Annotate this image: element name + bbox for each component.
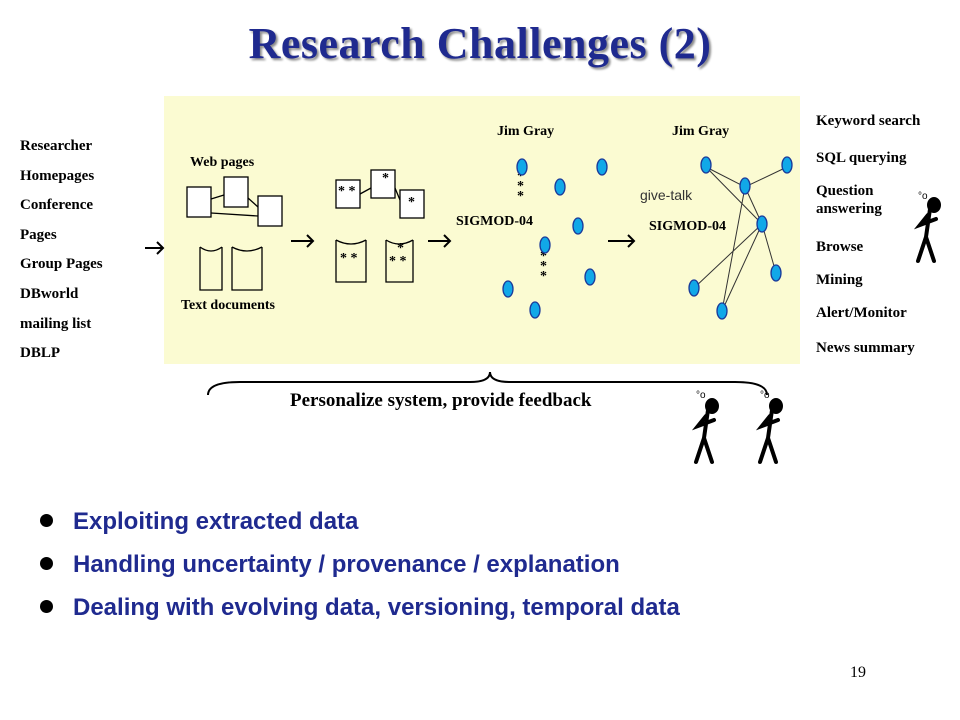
svg-text:°o: °o	[760, 390, 770, 401]
text-document-icon	[231, 246, 263, 291]
mention-star: *	[408, 195, 415, 210]
annotated-link-lines	[359, 187, 401, 201]
source-item: mailing list	[20, 315, 92, 332]
source-item: Homepages	[20, 167, 95, 184]
bullet-item: Handling uncertainty / provenance / expl…	[40, 543, 680, 586]
source-item: Group Pages	[20, 256, 103, 273]
svg-text:°o: °o	[696, 390, 706, 401]
annotated-page-icon	[399, 189, 425, 219]
bullet-item: Dealing with evolving data, versioning, …	[40, 586, 680, 629]
bullet-text: Dealing with evolving data, versioning, …	[73, 594, 680, 621]
annotated-page-icon	[335, 179, 361, 209]
graph-node	[770, 264, 782, 282]
graph-node	[572, 217, 584, 235]
graph-node	[554, 178, 566, 196]
graph-node	[739, 177, 751, 195]
graph-node	[688, 279, 700, 297]
web-page-icon	[257, 195, 283, 227]
mention-star: *	[382, 171, 389, 186]
source-item: Pages	[20, 226, 57, 243]
text-document-icon	[199, 246, 223, 291]
relation-label: give-talk	[640, 187, 693, 203]
mention-star: *	[540, 259, 547, 274]
entity-label: Jim Gray	[672, 124, 730, 139]
web-link-lines	[210, 194, 259, 217]
output-item: Keyword search	[816, 113, 921, 129]
source-item: Researcher	[20, 138, 93, 154]
bullet-dot-icon	[40, 600, 53, 614]
slide-title: Research Challenges (2)	[248, 19, 712, 68]
graph-node	[781, 156, 793, 174]
source-item: DBLP	[20, 345, 61, 362]
text-documents-label: Text documents	[181, 298, 275, 313]
feedback-brace	[207, 371, 768, 396]
thinking-person-icon: °o	[913, 191, 941, 263]
graph-node	[539, 236, 551, 254]
output-item: News summary	[816, 340, 915, 356]
output-item: Mining	[816, 272, 863, 288]
annotated-document-icon	[335, 239, 367, 283]
graph-node	[716, 302, 728, 320]
web-pages-label: Web pages	[190, 155, 255, 170]
mention-star: *	[540, 249, 547, 264]
output-item: SQL querying	[816, 150, 907, 166]
page-number: 19	[850, 664, 866, 681]
graph-node	[700, 156, 712, 174]
thinking-person-icon: °o	[691, 390, 719, 464]
bullet-item: Exploiting extracted data	[40, 500, 680, 543]
mention-star: * *	[338, 184, 356, 199]
conference-label: SIGMOD-04	[456, 214, 533, 229]
graph-node	[502, 280, 514, 298]
arrow-icon	[291, 234, 315, 248]
entity-label: Jim Gray	[497, 124, 555, 139]
mention-star: *	[397, 241, 404, 256]
output-item: Alert/Monitor	[816, 305, 907, 321]
diagram-panel	[164, 96, 800, 364]
annotated-page-icon	[370, 169, 396, 199]
conference-label: SIGMOD-04	[649, 219, 726, 234]
mention-star: *	[517, 179, 524, 194]
output-item: Browse	[816, 239, 864, 255]
bullet-dot-icon	[40, 514, 53, 528]
graph-node	[516, 158, 528, 176]
mention-star: *	[540, 269, 547, 284]
graph-node	[596, 158, 608, 176]
mention-star: * *	[340, 251, 358, 266]
mention-star: *	[517, 189, 524, 204]
arrow-icon	[145, 241, 165, 255]
source-item: DBworld	[20, 285, 79, 302]
graph-node	[529, 301, 541, 319]
bullet-dot-icon	[40, 557, 53, 571]
annotated-document-icon	[385, 239, 414, 283]
mention-star: *	[517, 169, 524, 184]
source-item: Conference	[20, 197, 94, 214]
arrow-icon	[428, 234, 452, 248]
graph-node	[756, 215, 768, 233]
source-list: Researcher Homepages Conference Pages Gr…	[20, 132, 103, 369]
bullet-text: Exploiting extracted data	[73, 508, 359, 535]
output-item: Question answering	[816, 183, 882, 217]
bullet-list: Exploiting extracted data Handling uncer…	[40, 500, 680, 629]
arrow-icon	[608, 234, 636, 248]
svg-text:°o: °o	[918, 191, 928, 202]
feedback-label: Personalize system, provide feedback	[290, 390, 592, 411]
web-page-icon	[186, 186, 212, 218]
mention-star: * *	[389, 254, 407, 269]
bullet-text: Handling uncertainty / provenance / expl…	[73, 551, 620, 578]
web-page-icon	[223, 176, 249, 208]
graph-node	[584, 268, 596, 286]
thinking-person-icon: °o	[755, 390, 783, 464]
